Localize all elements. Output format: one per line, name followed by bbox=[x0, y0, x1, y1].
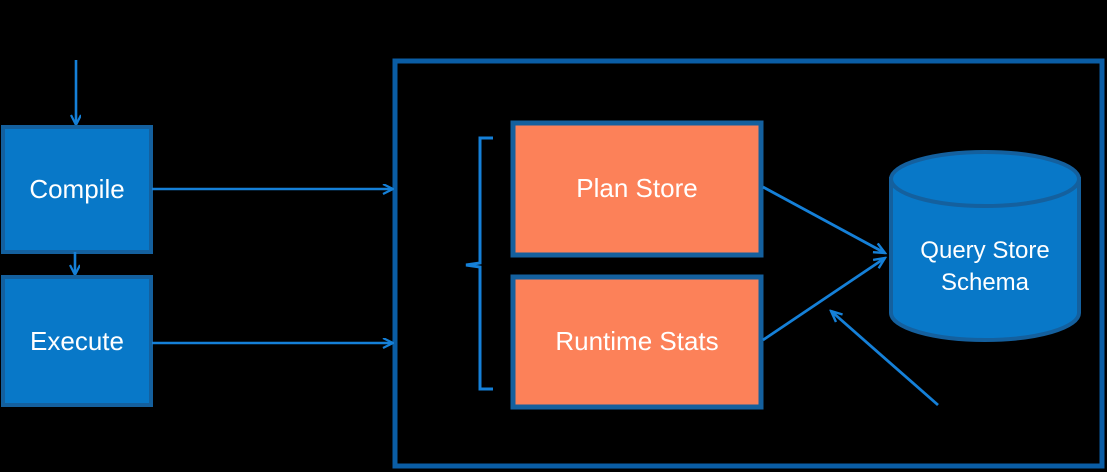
cylinder-top bbox=[889, 150, 1081, 208]
connector-external-to-schema bbox=[831, 311, 939, 407]
in-memory-brace bbox=[465, 136, 493, 391]
query-store-container bbox=[392, 58, 1105, 469]
execute-box[interactable] bbox=[1, 275, 153, 407]
query-store-schema-label-line1: Query Store bbox=[920, 237, 1049, 264]
query-store-schema-label-line2: Schema bbox=[941, 269, 1030, 296]
node-execute[interactable]: Execute bbox=[1, 275, 153, 407]
node-runtime-stats[interactable]: Runtime Stats bbox=[510, 274, 764, 410]
node-plan-store[interactable]: Plan Store bbox=[510, 120, 764, 258]
connector-runtime-stats-to-schema bbox=[762, 258, 885, 342]
node-query-store-schema[interactable]: Query Store Schema bbox=[889, 150, 1081, 342]
node-compile[interactable]: Compile bbox=[1, 125, 153, 254]
runtime-stats-box[interactable] bbox=[510, 274, 764, 410]
brace-path bbox=[465, 136, 493, 391]
cylinder-body[interactable] bbox=[889, 177, 1081, 342]
compile-box[interactable] bbox=[1, 125, 153, 254]
connector-plan-store-to-schema bbox=[762, 185, 885, 253]
plan-store-box[interactable] bbox=[510, 120, 764, 258]
